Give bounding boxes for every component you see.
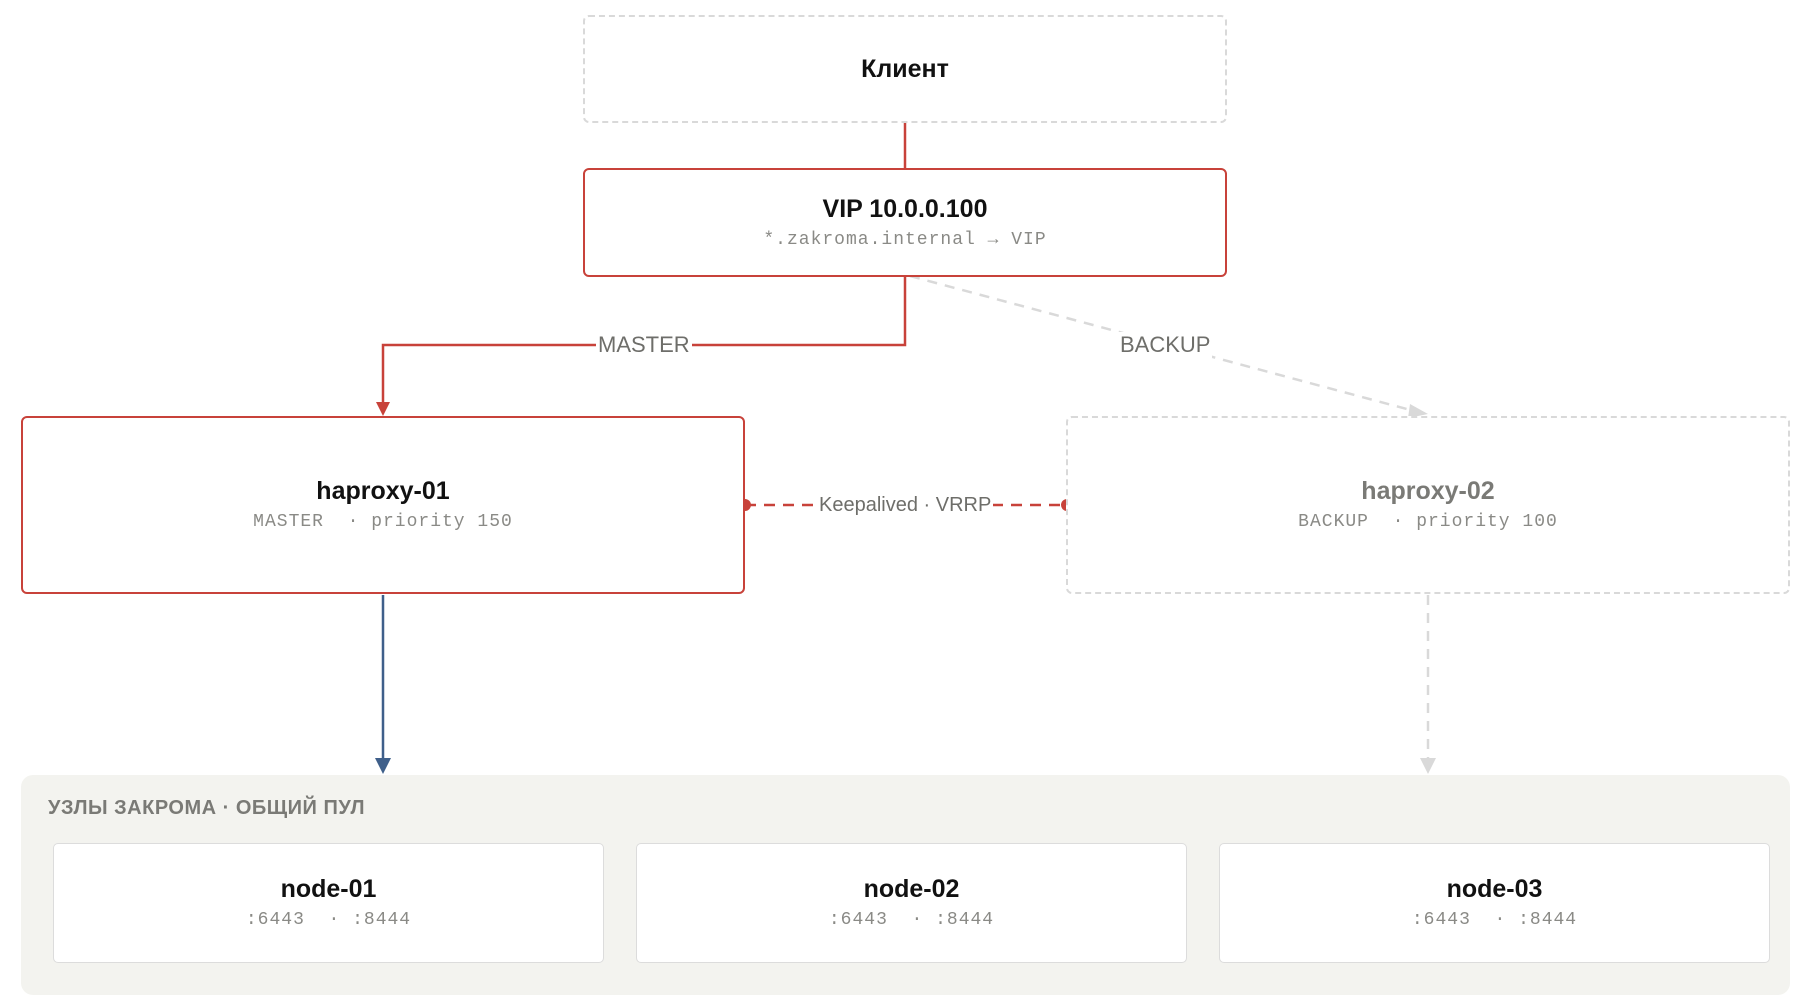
- haproxy-02-subtitle: BACKUP · priority 100: [1298, 512, 1558, 532]
- pool-node-title: node-01: [280, 875, 377, 903]
- haproxy-01-subtitle: MASTER · priority 150: [253, 512, 513, 532]
- pool-node-ports: :6443 · :8444: [245, 910, 412, 930]
- pool-node-title: node-02: [863, 875, 960, 903]
- haproxy-01-node: haproxy-01 MASTER · priority 150: [21, 416, 745, 594]
- edge-vip-haproxy01-arrowhead: [376, 402, 390, 416]
- pool-node-ports: :6443 · :8444: [828, 910, 995, 930]
- edge-label-backup: BACKUP: [1118, 332, 1213, 358]
- client-title: Клиент: [861, 55, 949, 83]
- pool-node-02: node-02 :6443 · :8444: [636, 843, 1187, 963]
- edge-haproxy02-pool-arrowhead: [1420, 758, 1436, 774]
- edge-label-vrrp: Keepalived · VRRP: [817, 492, 994, 518]
- pool-node-ports: :6443 · :8444: [1411, 910, 1578, 930]
- vip-node: VIP 10.0.0.100 *.zakroma.internal → VIP: [583, 168, 1227, 277]
- haproxy-02-node: haproxy-02 BACKUP · priority 100: [1066, 416, 1790, 594]
- node-pool-label: УЗЛЫ ЗАКРОМА · ОБЩИЙ ПУЛ: [48, 797, 366, 819]
- haproxy-02-title: haproxy-02: [1361, 477, 1495, 505]
- pool-node-01: node-01 :6443 · :8444: [53, 843, 604, 963]
- pool-node-03: node-03 :6443 · :8444: [1219, 843, 1770, 963]
- vip-subtitle: *.zakroma.internal → VIP: [763, 229, 1047, 250]
- client-node: Клиент: [583, 15, 1227, 123]
- edge-haproxy01-pool-arrowhead: [375, 758, 391, 774]
- haproxy-01-title: haproxy-01: [316, 477, 450, 505]
- vip-title: VIP 10.0.0.100: [822, 194, 988, 223]
- edge-label-master: MASTER: [596, 332, 692, 358]
- pool-node-title: node-03: [1446, 875, 1543, 903]
